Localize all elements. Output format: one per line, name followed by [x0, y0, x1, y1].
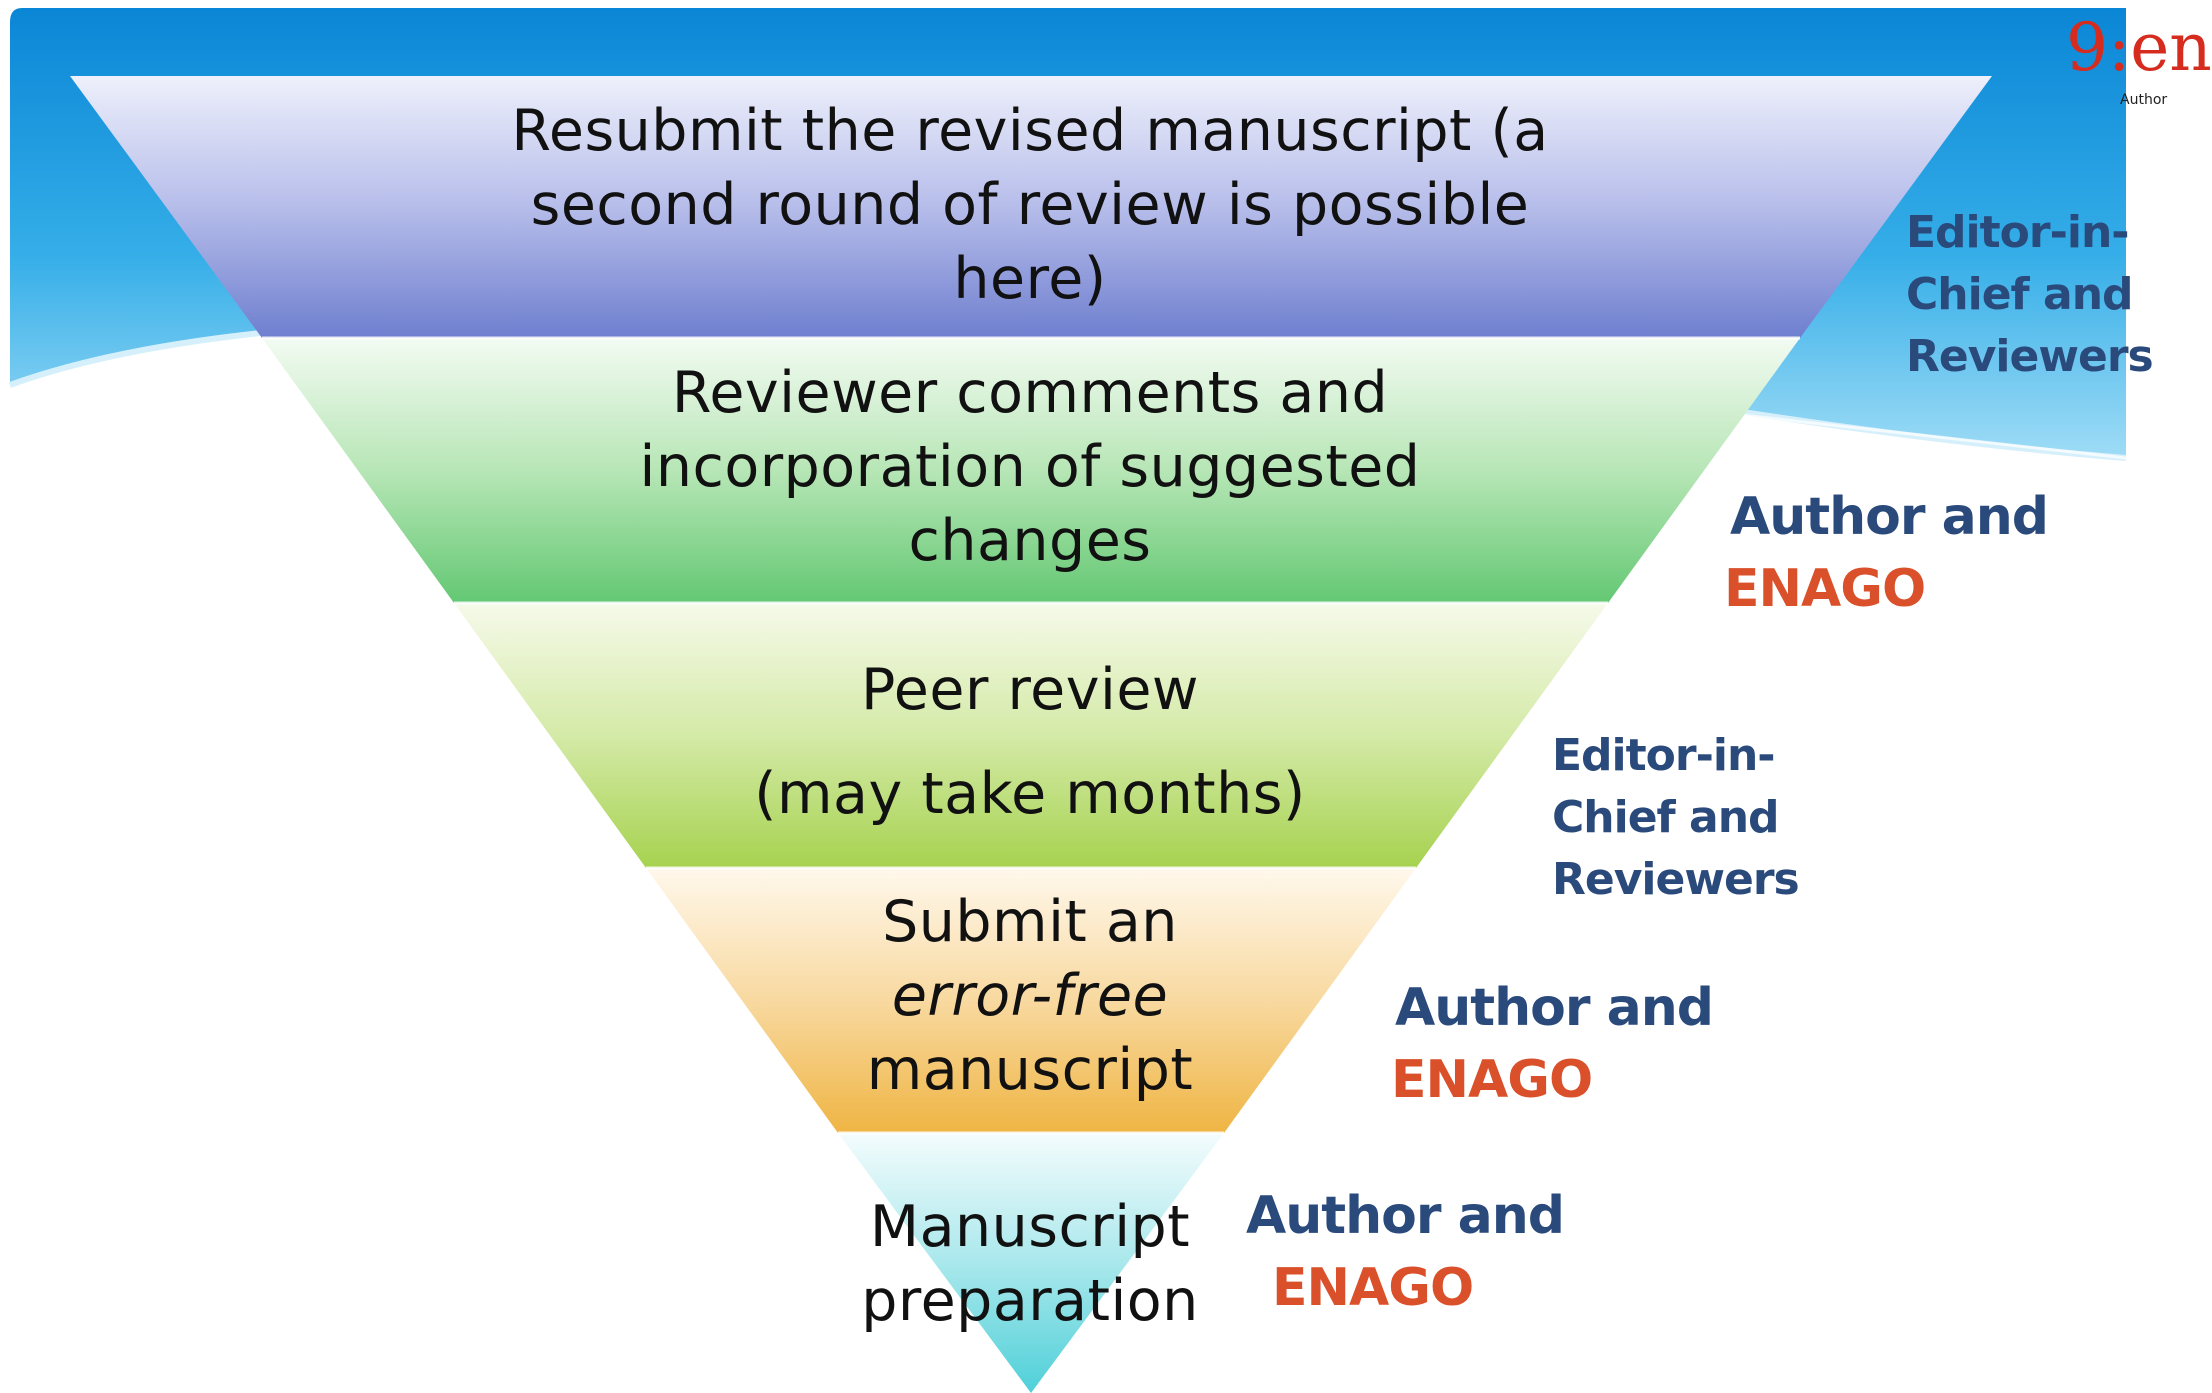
tier-3-text: Peer review (may take months)	[630, 638, 1430, 846]
tier-4-line-2: error-free	[891, 963, 1169, 1029]
role-1-line-1: Editor-in-	[1906, 207, 2130, 258]
tier-4-line-3: manuscript	[866, 1037, 1194, 1103]
role-3-line-2: Chief and	[1552, 792, 1780, 843]
role-3-line-3: Reviewers	[1552, 854, 1800, 905]
enago-logo-icon: 9:en Author	[2066, 8, 2212, 118]
tier-3-line-2: (may take months)	[754, 761, 1306, 827]
label-backdrop	[1705, 485, 2171, 605]
role-label-author-bottom: Author and ENAGO	[1246, 1180, 1565, 1324]
role-label-author-upper: Author and ENAGO	[1724, 481, 2049, 625]
role-4-line-2: ENAGO	[1391, 1050, 1593, 1110]
tier-3-line-1: Peer review	[860, 657, 1200, 723]
role-label-editor-top: Editor-in- Chief and Reviewers	[1906, 202, 2154, 388]
tier-2-line-2: incorporation of suggested	[639, 434, 1421, 500]
tier-1-line-3: here)	[953, 246, 1107, 312]
tier-5-band	[838, 1133, 1224, 1393]
tier-2-band	[262, 338, 1800, 603]
tier-1-line-2: second round of review is possible	[530, 172, 1530, 238]
tier-5-text: Manuscript preparation	[830, 1190, 1230, 1338]
role-2-line-1: Author and	[1730, 487, 2049, 547]
role-2-line-2: ENAGO	[1724, 559, 1926, 619]
tier-4-band	[646, 868, 1416, 1133]
role-label-editor-middle: Editor-in- Chief and Reviewers	[1552, 725, 1800, 911]
tier-5-line-2: preparation	[861, 1268, 1199, 1334]
role-4-line-1: Author and	[1395, 978, 1714, 1038]
role-3-line-1: Editor-in-	[1552, 730, 1776, 781]
role-5-line-1: Author and	[1246, 1186, 1565, 1246]
tier-1-line-1: Resubmit the revised manuscript (a	[511, 98, 1549, 164]
role-1-line-2: Chief and	[1906, 269, 2134, 320]
tier-4-text: Submit an error-free manuscript	[780, 885, 1280, 1107]
tier-1-band	[70, 76, 1992, 338]
tier-1-text: Resubmit the revised manuscript (a secon…	[380, 94, 1680, 316]
logo-mark: 9:en	[2066, 8, 2212, 88]
logo-mark-text: 9:en	[2066, 9, 2212, 86]
role-1-line-3: Reviewers	[1906, 331, 2154, 382]
role-5-line-2: ENAGO	[1272, 1258, 1474, 1318]
role-label-author-middle: Author and ENAGO	[1391, 972, 1714, 1116]
tier-5-line-1: Manuscript	[869, 1194, 1191, 1260]
tier-4-line-1: Submit an	[882, 889, 1178, 955]
logo-tagline: Author	[2120, 92, 2168, 108]
tier-2-line-1: Reviewer comments and	[671, 360, 1389, 426]
tier-2-line-3: changes	[908, 508, 1152, 574]
tier-3-band	[454, 603, 1608, 868]
tier-2-text: Reviewer comments and incorporation of s…	[480, 356, 1580, 578]
